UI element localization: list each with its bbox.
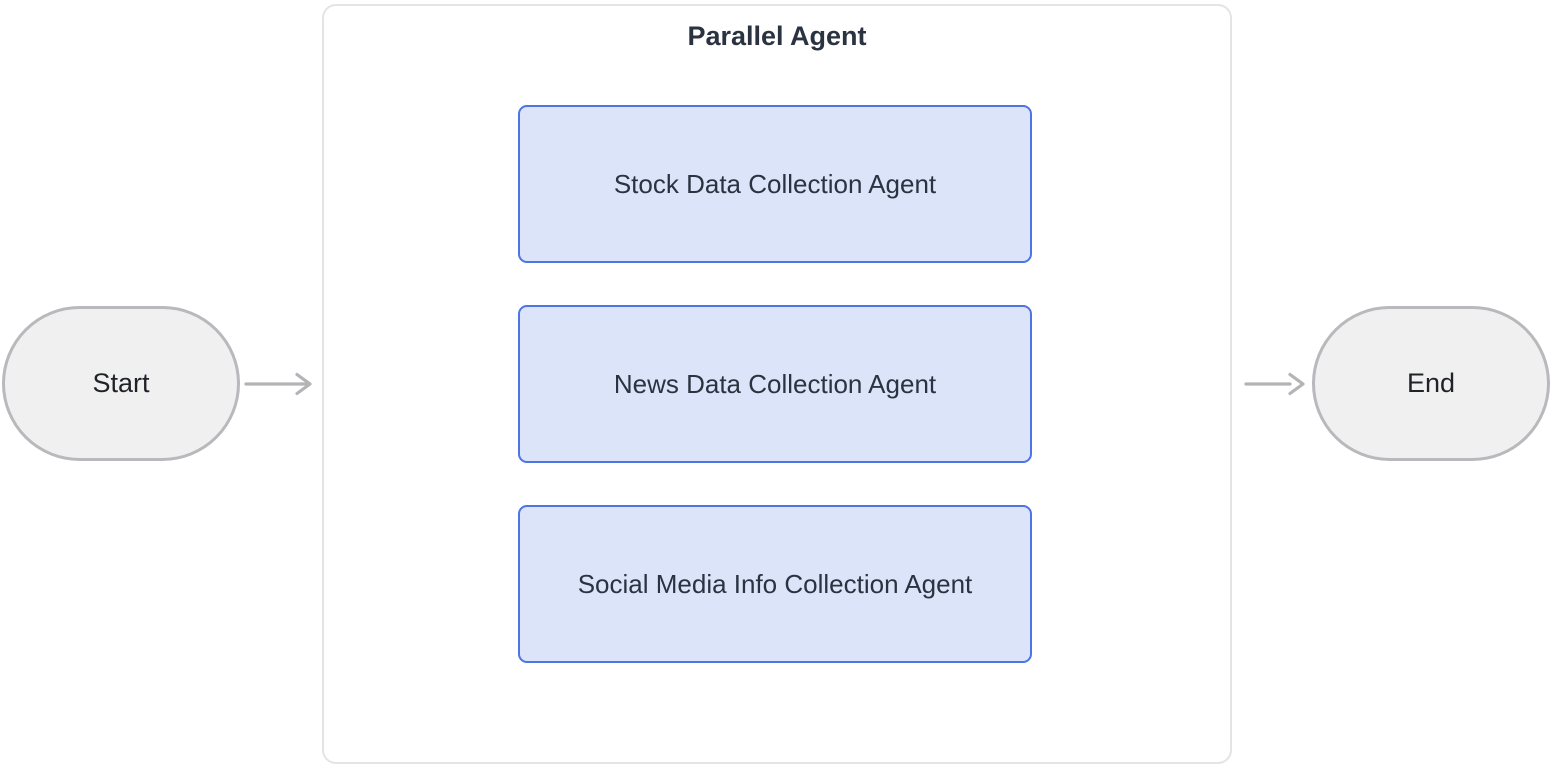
agent-node-social-media-info-collection: Social Media Info Collection Agent xyxy=(518,505,1032,663)
agent-node-news-data-collection: News Data Collection Agent xyxy=(518,305,1032,463)
agent-node-label: Stock Data Collection Agent xyxy=(613,168,937,199)
agent-node-stock-data-collection: Stock Data Collection Agent xyxy=(518,105,1032,263)
start-node: Start xyxy=(2,306,240,461)
agent-node-label: News Data Collection Agent xyxy=(613,368,937,399)
end-node: End xyxy=(1312,306,1550,461)
start-node-label: Start xyxy=(92,368,150,398)
arrowhead xyxy=(295,372,312,396)
parallel-agent-title: Parallel Agent xyxy=(687,21,867,51)
arrowhead xyxy=(1288,372,1305,396)
end-node-label: End xyxy=(1406,368,1456,398)
agent-node-label: Social Media Info Collection Agent xyxy=(577,568,973,599)
